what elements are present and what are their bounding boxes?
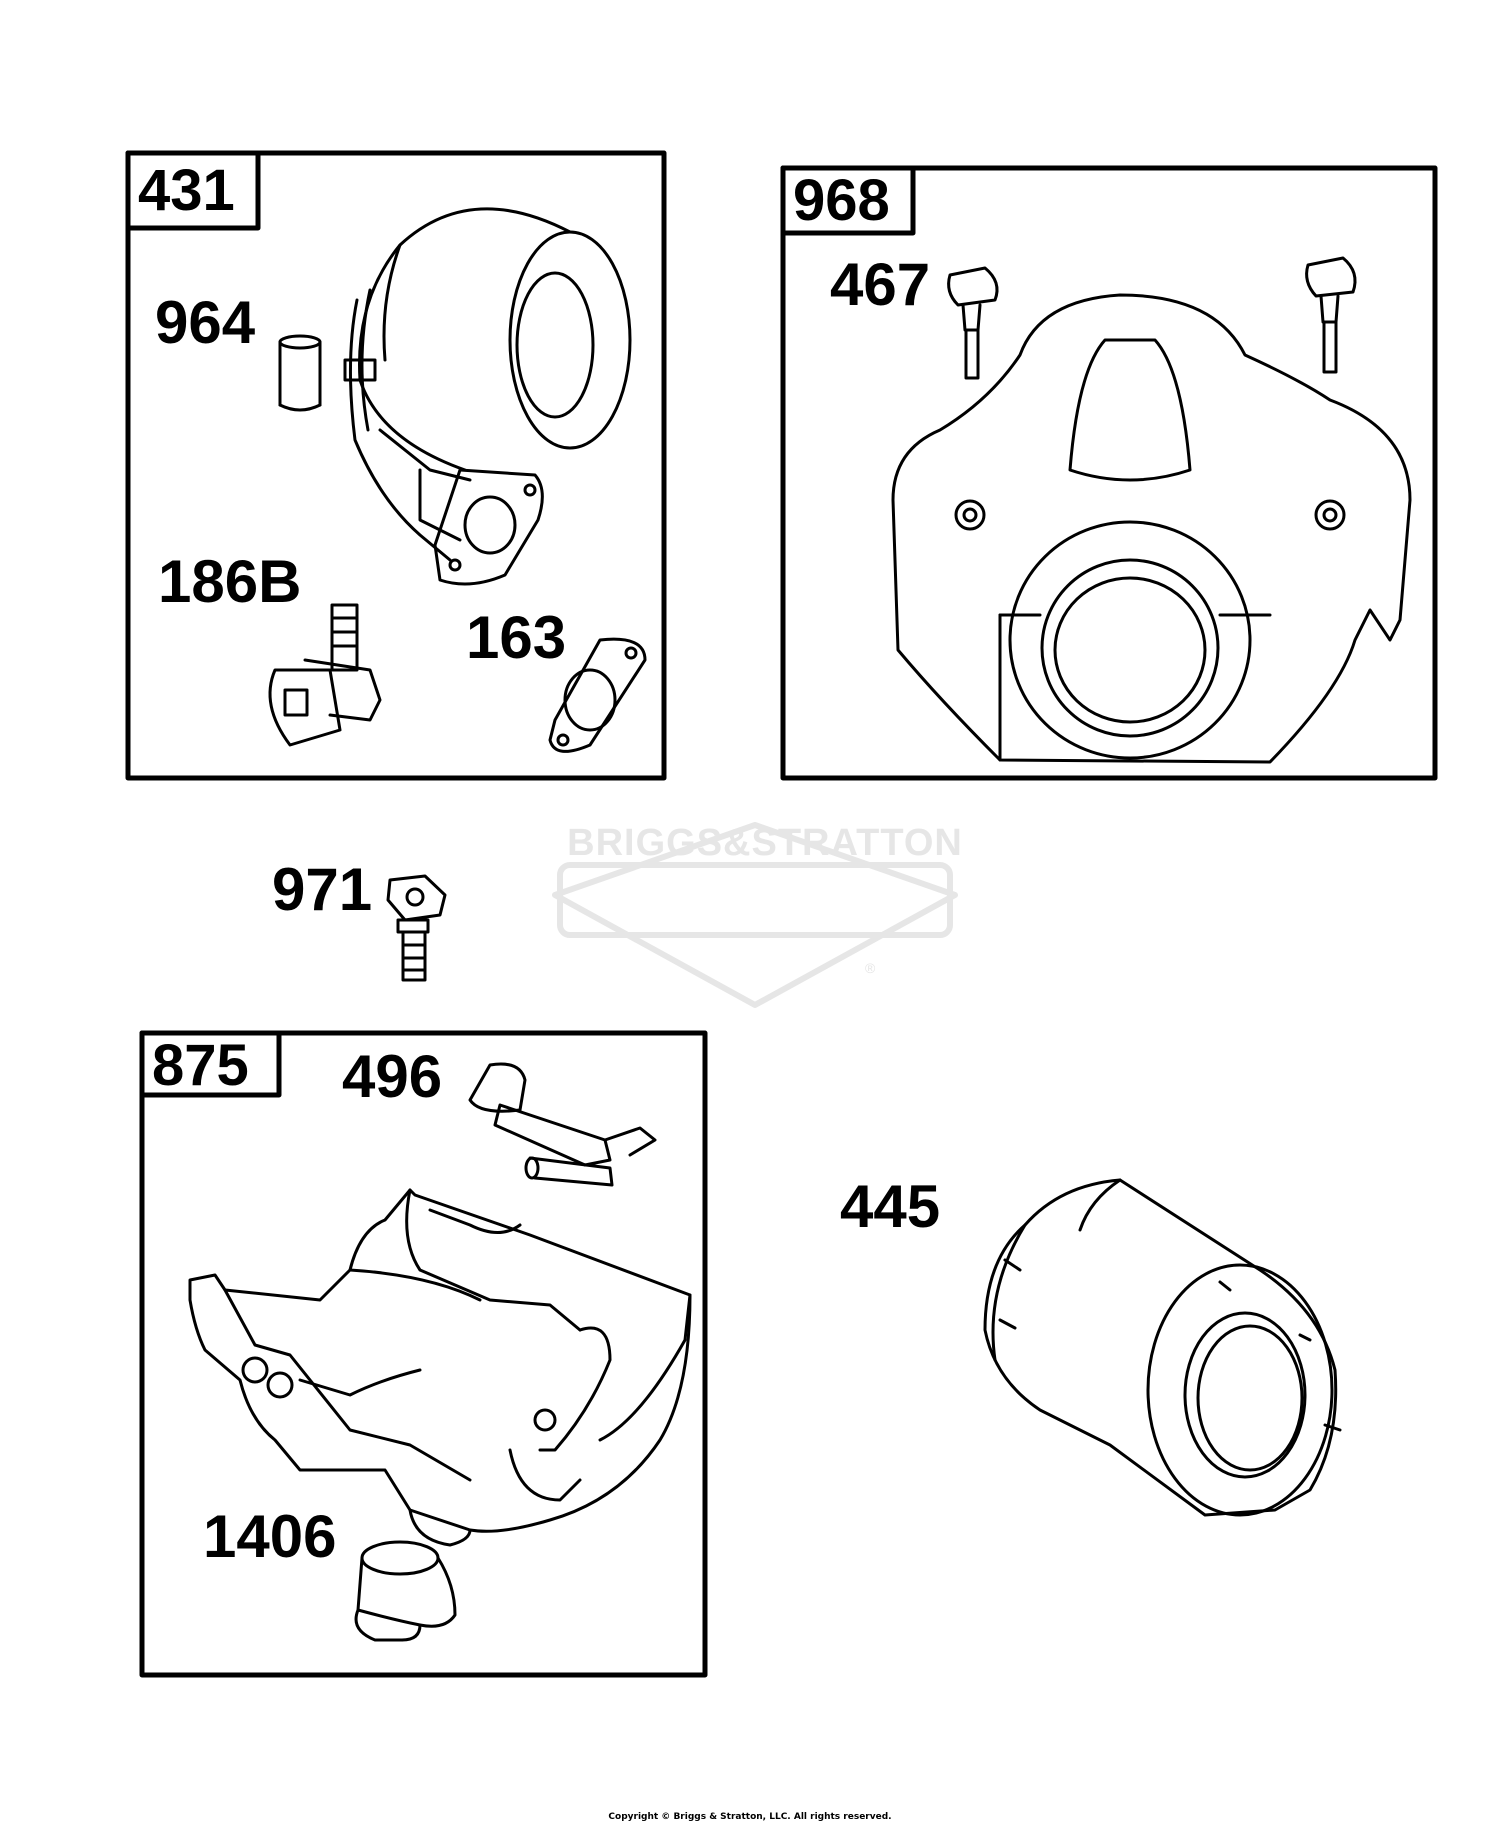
part-label-964: 964 xyxy=(155,289,256,356)
knob-part-467-left xyxy=(947,266,999,380)
link-lever-part-496 xyxy=(468,1062,657,1187)
watermark-brand: BRIGGS&STRATTON xyxy=(567,822,963,864)
boot-part-1406 xyxy=(354,1540,457,1642)
copyright-text: Copyright © Briggs & Stratton, LLC. All … xyxy=(608,1812,892,1822)
group-box-968 xyxy=(780,165,1438,781)
air-cleaner-cover-part-431 xyxy=(343,207,632,586)
group-label-875: 875 xyxy=(152,1033,249,1098)
knob-part-467-right xyxy=(1305,256,1357,374)
watermark-logo xyxy=(552,822,958,1008)
part-label-467: 467 xyxy=(830,251,931,318)
gasket-part-163 xyxy=(548,637,647,753)
watermark-registered-mark: ® xyxy=(865,960,876,976)
bolt-part-971 xyxy=(386,874,447,982)
group-box-431 xyxy=(125,150,667,781)
group-label-968: 968 xyxy=(793,168,890,233)
base-shroud-part-875 xyxy=(188,1188,692,1547)
group-label-431: 431 xyxy=(138,158,235,223)
part-label-186B: 186B xyxy=(158,548,302,615)
group-box-875 xyxy=(139,1030,708,1678)
part-label-163: 163 xyxy=(466,604,567,671)
breather-fitting-part-186B xyxy=(268,603,382,747)
sleeve-part-964 xyxy=(278,334,322,412)
part-label-496: 496 xyxy=(342,1043,443,1110)
blower-housing-part-968 xyxy=(891,293,1412,764)
part-label-1406: 1406 xyxy=(203,1503,337,1570)
part-label-445: 445 xyxy=(840,1173,941,1240)
part-label-971: 971 xyxy=(272,856,373,923)
air-filter-part-445 xyxy=(983,1178,1342,1517)
watermark-text: BRIGGS&STRATTON xyxy=(545,822,985,865)
